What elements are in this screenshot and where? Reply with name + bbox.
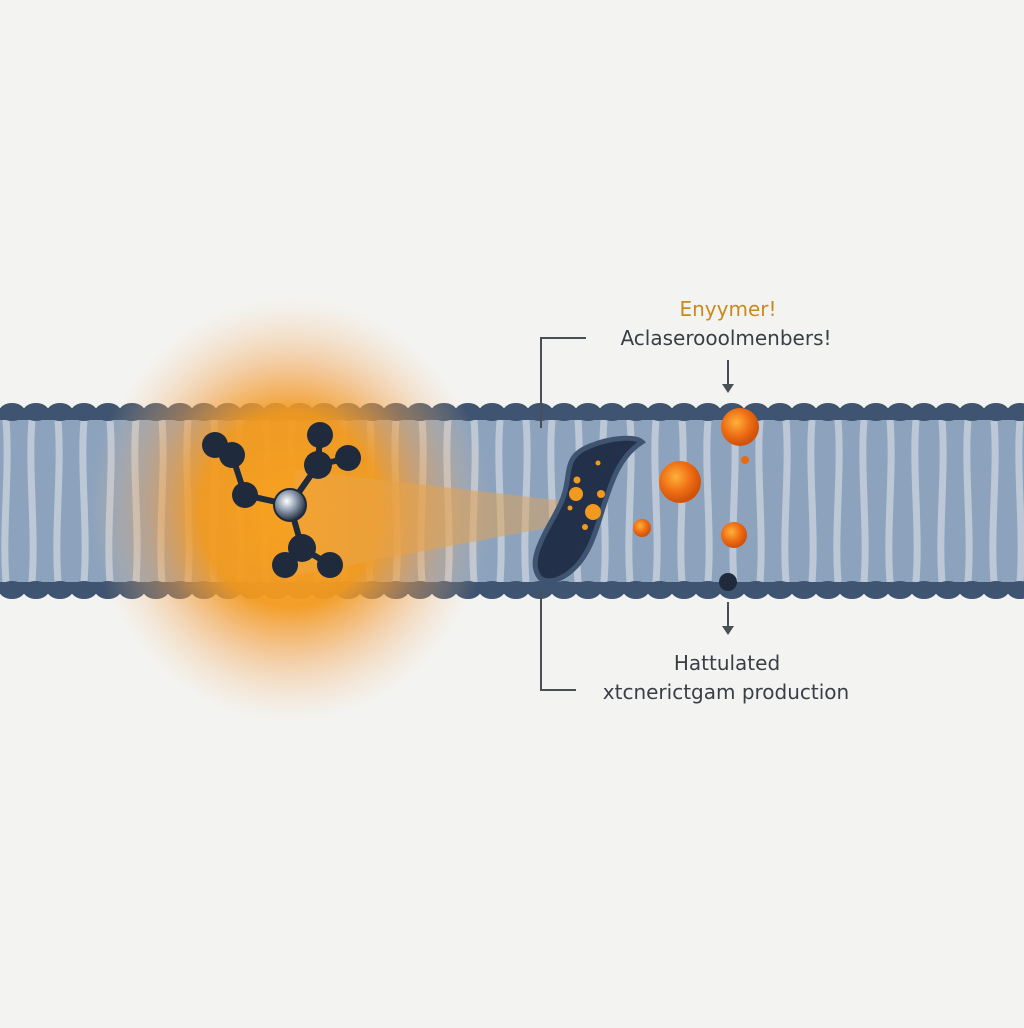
membrane-stripe	[755, 420, 765, 582]
membrane-head	[815, 403, 841, 421]
membrane-head	[503, 581, 529, 599]
membrane-stripe	[885, 420, 895, 582]
membrane-head	[743, 581, 769, 599]
membrane-head	[959, 403, 985, 421]
membrane-stripe	[27, 420, 37, 582]
membrane-head	[47, 581, 73, 599]
membrane-head	[1007, 581, 1024, 599]
membrane-head	[71, 403, 97, 421]
membrane-stripe	[989, 420, 999, 582]
membrane-head	[575, 403, 601, 421]
membrane-head	[959, 581, 985, 599]
membrane-head	[863, 403, 889, 421]
membrane-head	[1007, 403, 1024, 421]
membrane-head	[935, 403, 961, 421]
membrane-stripe	[833, 420, 843, 582]
enzyme-icon	[532, 435, 646, 584]
product-particles	[633, 408, 759, 591]
membrane-head	[23, 403, 49, 421]
membrane-head	[791, 581, 817, 599]
membrane-head	[647, 581, 673, 599]
membrane-stripe	[859, 420, 869, 582]
membrane-head	[671, 403, 697, 421]
top-label-title: Enyymer!	[679, 297, 776, 321]
membrane-head	[887, 403, 913, 421]
membrane-head	[551, 581, 577, 599]
membrane-head	[983, 403, 1009, 421]
membrane-head	[23, 581, 49, 599]
membrane-head	[815, 581, 841, 599]
membrane-stripe	[651, 420, 661, 582]
membrane-stripe	[1, 420, 11, 582]
membrane-stripe	[781, 420, 791, 582]
membrane-stripe	[807, 420, 817, 582]
membrane-head	[767, 403, 793, 421]
membrane-head	[695, 403, 721, 421]
membrane-head	[599, 403, 625, 421]
particle	[741, 456, 749, 464]
membrane-head	[0, 581, 25, 599]
membrane-stripe	[79, 420, 89, 582]
membrane-head	[671, 581, 697, 599]
leader-lines	[540, 337, 729, 691]
membrane-stripe	[911, 420, 921, 582]
membrane-head	[935, 581, 961, 599]
membrane-head	[695, 581, 721, 599]
bottom-label-line2: xtcnerictgam production	[603, 680, 849, 704]
membrane-head	[599, 581, 625, 599]
membrane-head	[623, 403, 649, 421]
membrane-head	[551, 403, 577, 421]
membrane-head	[839, 581, 865, 599]
membrane-head	[71, 581, 97, 599]
membrane-head	[575, 581, 601, 599]
top-label-subtitle: Aclaserooolmenbers!	[620, 326, 831, 350]
membrane-head	[623, 581, 649, 599]
energy-beam	[295, 470, 600, 575]
particle	[633, 519, 651, 537]
membrane-head	[839, 403, 865, 421]
membrane-head	[863, 581, 889, 599]
bottom-label-line1: Hattulated	[674, 651, 780, 675]
particle	[721, 522, 747, 548]
membrane-head	[911, 403, 937, 421]
membrane-head	[47, 403, 73, 421]
membrane-head	[791, 403, 817, 421]
membrane-head	[647, 403, 673, 421]
membrane-head	[503, 403, 529, 421]
membrane-head	[767, 581, 793, 599]
molecule-icon	[202, 422, 361, 578]
particle	[721, 408, 759, 446]
particle	[659, 461, 701, 503]
membrane-stripe	[703, 420, 713, 582]
membrane-head	[911, 581, 937, 599]
arrow-down-icon	[722, 626, 734, 635]
membrane-head	[479, 403, 505, 421]
membrane-stripe	[937, 420, 947, 582]
membrane-head	[983, 581, 1009, 599]
membrane-stripe	[963, 420, 973, 582]
arrow-down-icon	[722, 384, 734, 393]
membrane-head	[887, 581, 913, 599]
exit-particle	[719, 573, 737, 591]
membrane-head	[479, 581, 505, 599]
membrane-stripe	[53, 420, 63, 582]
membrane-stripe	[1015, 420, 1024, 582]
membrane-head	[0, 403, 25, 421]
